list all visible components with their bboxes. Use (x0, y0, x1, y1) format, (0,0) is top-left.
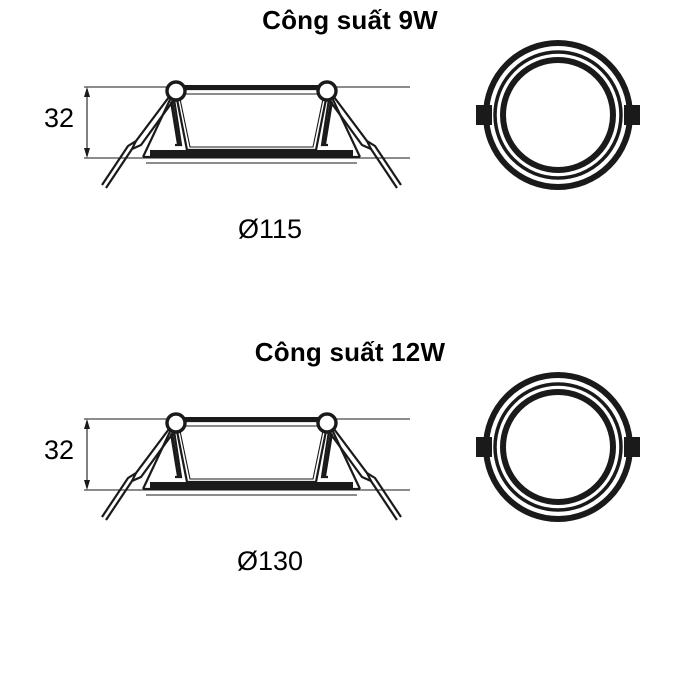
base-diffuser-plate (150, 482, 353, 488)
plan-view-12w (468, 357, 648, 537)
spring-clip-left-kink (131, 140, 137, 150)
spring-clip-right-pivot-icon (316, 80, 338, 102)
rim-right-edge (327, 420, 361, 490)
plan-view-9w (468, 25, 648, 205)
spring-clip-left (101, 80, 187, 189)
spring-clip-right-pivot-icon (316, 412, 338, 434)
height-dimension-label-12w: 32 (43, 435, 75, 465)
spring-clip-right-kink (366, 472, 372, 482)
rim-left-edge (142, 88, 176, 158)
spring-clip-right-kink (366, 140, 372, 150)
rim-left-edge (142, 420, 176, 490)
side-view-9w: 32 (40, 45, 460, 215)
spring-clip-left-kink (131, 472, 137, 482)
spring-clip-left-pivot-icon (165, 80, 187, 102)
plan-outer-ring (483, 372, 633, 522)
spring-clip-left-pivot-icon (165, 412, 187, 434)
spring-clip-right-inner-blade (323, 432, 333, 477)
dimension-arrow-up-icon (84, 87, 90, 97)
spring-clip-left-outer-leg-2 (105, 432, 174, 521)
plan-middle-ring (493, 50, 623, 180)
plan-inner-ring (500, 57, 616, 173)
variant-block-9w: Công suất 9W (0, 5, 700, 335)
diameter-label-9w: Ø115 (237, 214, 303, 244)
spring-clip-right-outer-leg (333, 96, 402, 186)
base-diffuser-plate (150, 150, 353, 156)
reflector-inner-line (178, 93, 325, 148)
spring-clip-right-outer-leg (333, 428, 402, 518)
spring-clip-left-outer-leg (101, 96, 170, 186)
plan-outer-ring (483, 40, 633, 190)
spring-clip-left-inner-blade (170, 100, 180, 145)
spring-clip-left-inner-blade (170, 432, 180, 477)
reflector-inner-line (178, 425, 325, 480)
plan-inner-ring (500, 389, 616, 505)
spring-clip-left-outer-leg (101, 428, 170, 518)
dimension-arrow-down-icon (84, 480, 90, 490)
dimension-arrow-down-icon (84, 148, 90, 158)
spring-clip-left (101, 412, 187, 521)
height-dimension-label-9w: 32 (43, 103, 75, 133)
spring-clip-left-outer-leg-2 (105, 100, 174, 189)
variant-title-9w: Công suất 9W (262, 5, 438, 35)
spring-clip-right (316, 412, 402, 521)
spring-clip-right (316, 80, 402, 189)
plan-middle-ring (493, 382, 623, 512)
variant-title-12w: Công suất 12W (254, 337, 446, 367)
dimension-arrow-up-icon (84, 419, 90, 429)
diameter-label-12w: Ø130 (236, 546, 304, 576)
spring-clip-right-outer-leg-2 (329, 432, 398, 521)
spring-clip-right-inner-blade (323, 100, 333, 145)
housing-outline (173, 87, 330, 152)
variant-block-12w: Công suất 12W (0, 337, 700, 667)
rim-right-edge (327, 88, 361, 158)
side-view-12w: 32 (40, 377, 460, 547)
spring-clip-right-outer-leg-2 (329, 100, 398, 189)
housing-outline (173, 419, 330, 484)
